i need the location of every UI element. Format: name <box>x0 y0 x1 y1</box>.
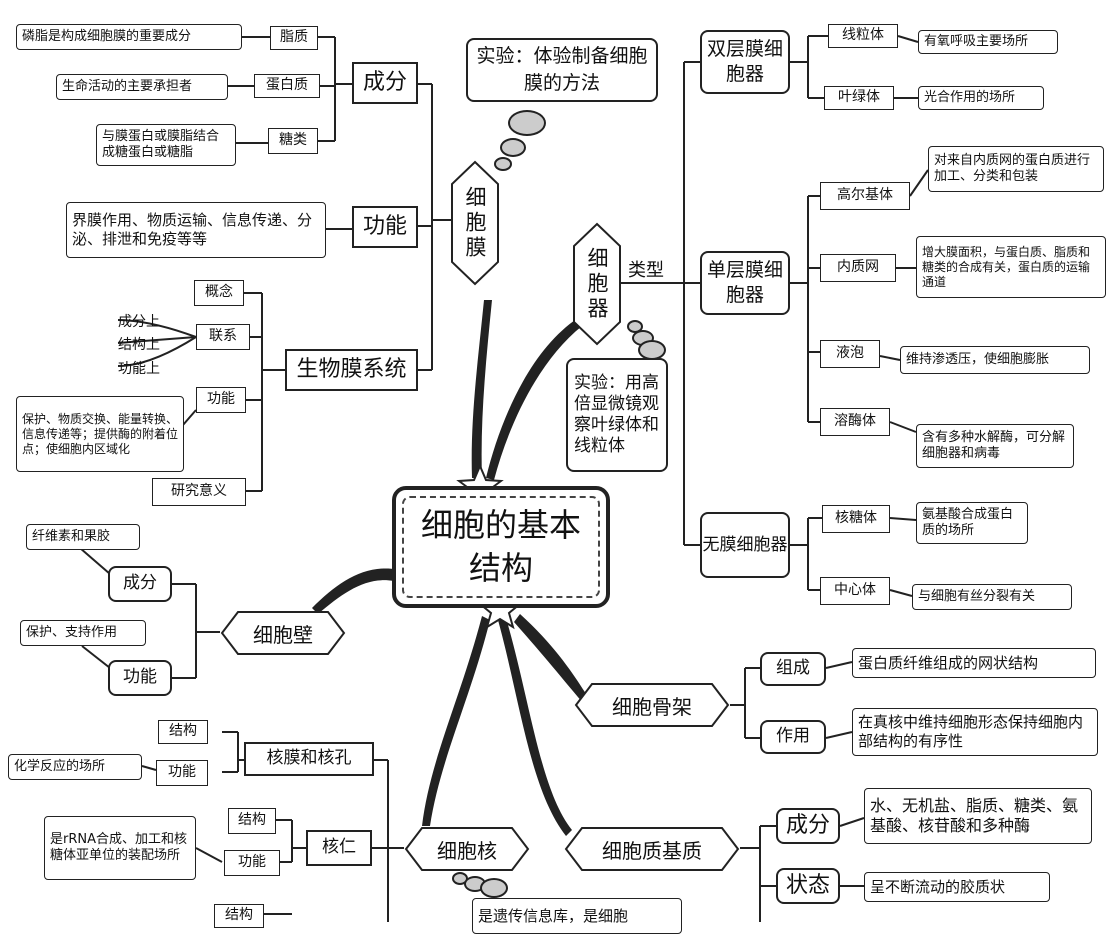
nucleolus-node[interactable]: 核仁 <box>306 830 372 866</box>
cell-wall-node[interactable]: 细胞壁 <box>220 610 346 656</box>
cytoskeleton-node[interactable]: 细胞骨架 <box>574 682 730 728</box>
sugar-note: 与膜蛋白或膜脂结合成糖蛋白或糖脂 <box>96 124 236 166</box>
nucleolus-structure-node[interactable]: 结构 <box>228 808 276 834</box>
matrix-state-node[interactable]: 状态 <box>776 868 840 904</box>
envelope-function-node[interactable]: 功能 <box>156 760 208 786</box>
thought-bubble <box>500 138 526 157</box>
organelle-label: 细胞器 <box>585 246 609 322</box>
relation-structure: 结构上 <box>118 337 160 353</box>
envelope-structure-node[interactable]: 结构 <box>158 720 208 744</box>
membrane-composition-node[interactable]: 成分 <box>352 62 418 104</box>
cytoskeleton-label: 细胞骨架 <box>612 694 692 719</box>
cytoskeleton-role-node[interactable]: 作用 <box>760 720 826 754</box>
relation-node[interactable]: 联系 <box>196 324 250 350</box>
membraneless-node[interactable]: 无膜细胞器 <box>700 512 790 578</box>
matrix-state-note: 呈不断流动的胶质状 <box>864 872 1050 902</box>
central-topic[interactable]: 细胞的基本结构 <box>392 486 610 608</box>
membrane-experiment-note: 实验：体验制备细胞膜的方法 <box>466 38 658 102</box>
ribosome-note: 氨基酸合成蛋白质的场所 <box>916 502 1028 544</box>
centrosome-node[interactable]: 中心体 <box>820 577 890 605</box>
lipid-note: 磷脂是构成细胞膜的重要成分 <box>16 24 242 50</box>
cell-wall-label: 细胞壁 <box>253 622 313 647</box>
concept-node[interactable]: 概念 <box>194 280 244 306</box>
golgi-note: 对来自内质网的蛋白质进行加工、分类和包装 <box>928 146 1104 192</box>
wall-composition-note: 纤维素和果胶 <box>26 524 140 550</box>
chloroplast-note: 光合作用的场所 <box>918 86 1044 110</box>
lipid-node[interactable]: 脂质 <box>270 26 318 50</box>
centrosome-note: 与细胞有丝分裂有关 <box>912 584 1072 610</box>
wall-composition-node[interactable]: 成分 <box>108 566 172 602</box>
mitochondria-note: 有氧呼吸主要场所 <box>918 30 1058 54</box>
cytoplasmic-matrix-label: 细胞质基质 <box>602 838 702 863</box>
nucleus-function-note: 是遗传信息库，是细胞 <box>472 898 682 934</box>
double-membrane-node[interactable]: 双层膜细胞器 <box>700 30 790 94</box>
thought-bubble <box>494 157 512 171</box>
chromatin-structure-node[interactable]: 结构 <box>214 904 264 928</box>
biomembrane-function-note: 保护、物质交换、能量转换、信息传递等；提供酶的附着位点；使细胞内区域化 <box>16 396 184 472</box>
nucleus-node[interactable]: 细胞核 <box>404 826 530 872</box>
er-note: 增大膜面积，与蛋白质、脂质和糖类的合成有关，蛋白质的运输通道 <box>916 236 1106 298</box>
research-significance-node[interactable]: 研究意义 <box>152 478 246 506</box>
lysosome-note: 含有多种水解酶，可分解细胞器和病毒 <box>916 424 1074 468</box>
membrane-function-node[interactable]: 功能 <box>352 206 418 248</box>
envelope-pore-node[interactable]: 核膜和核孔 <box>244 742 374 776</box>
central-topic-label: 细胞的基本结构 <box>402 496 600 598</box>
thought-bubble <box>508 110 546 136</box>
nucleolus-function-note: 是rRNA合成、加工和核糖体亚单位的装配场所 <box>44 816 196 880</box>
sugar-node[interactable]: 糖类 <box>268 128 318 154</box>
vacuole-node[interactable]: 液泡 <box>820 340 880 368</box>
matrix-composition-note: 水、无机盐、脂质、糖类、氨基酸、核苷酸和多种酶 <box>864 788 1092 844</box>
cytoskeleton-composition-note: 蛋白质纤维组成的网状结构 <box>852 648 1096 678</box>
nucleus-label: 细胞核 <box>437 838 497 863</box>
relation-function: 功能上 <box>118 361 160 377</box>
cytoplasmic-matrix-node[interactable]: 细胞质基质 <box>564 826 740 872</box>
matrix-composition-node[interactable]: 成分 <box>776 808 840 844</box>
relation-composition: 成分上 <box>118 314 160 330</box>
cell-membrane-node[interactable]: 细胞膜 <box>450 160 500 286</box>
wall-function-node[interactable]: 功能 <box>108 660 172 696</box>
thought-bubble <box>480 878 508 898</box>
membrane-function-note: 界膜作用、物质运输、信息传递、分泌、排泄和免疫等等 <box>66 202 326 258</box>
vacuole-note: 维持渗透压，使细胞膨胀 <box>900 346 1090 374</box>
chloroplast-node[interactable]: 叶绿体 <box>824 86 894 110</box>
protein-node[interactable]: 蛋白质 <box>254 74 320 98</box>
cell-membrane-label: 细胞膜 <box>463 185 487 261</box>
lysosome-node[interactable]: 溶酶体 <box>820 408 890 436</box>
mitochondria-node[interactable]: 线粒体 <box>828 24 898 48</box>
er-node[interactable]: 内质网 <box>820 254 896 282</box>
type-label: 类型 <box>628 260 664 281</box>
single-membrane-node[interactable]: 单层膜细胞器 <box>700 251 790 315</box>
ribosome-node[interactable]: 核糖体 <box>822 505 890 533</box>
protein-note: 生命活动的主要承担者 <box>56 74 228 100</box>
thought-bubble <box>638 340 666 360</box>
envelope-function-note: 化学反应的场所 <box>8 754 142 780</box>
organelle-node[interactable]: 细胞器 <box>572 222 622 346</box>
golgi-node[interactable]: 高尔基体 <box>820 182 910 210</box>
nucleolus-function-node[interactable]: 功能 <box>224 850 280 876</box>
biomembrane-function-node[interactable]: 功能 <box>196 387 246 413</box>
cytoskeleton-role-note: 在真核中维持细胞形态保持细胞内部结构的有序性 <box>852 708 1098 756</box>
wall-function-note: 保护、支持作用 <box>20 620 146 646</box>
cytoskeleton-composition-node[interactable]: 组成 <box>760 652 826 686</box>
biomembrane-system-node[interactable]: 生物膜系统 <box>285 349 418 391</box>
organelle-experiment-note: 实验：用高倍显微镜观察叶绿体和线粒体 <box>566 358 668 472</box>
